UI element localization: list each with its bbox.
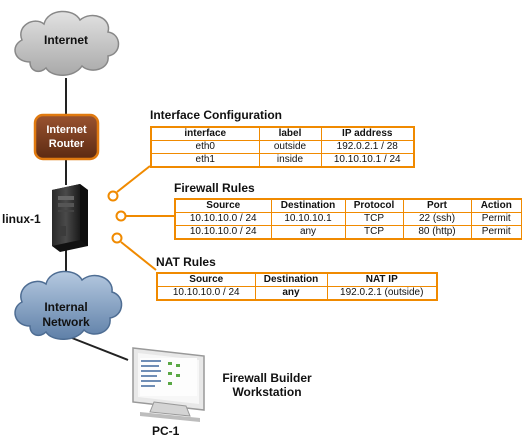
interface-callout [107, 165, 151, 202]
firewall-name-label: linux-1 [2, 212, 41, 226]
table-cell: Permit [470, 212, 522, 226]
internet-label: Internet [43, 33, 88, 47]
table-cell: 80 (http) [402, 225, 472, 240]
monitor-icon [132, 347, 205, 422]
firewall-rules-title: Firewall Rules [174, 181, 255, 195]
table-cell: TCP [344, 212, 404, 226]
nat-rules-table: Source Destination NAT IP 10.10.10.0 / 2… [156, 272, 438, 301]
firewall-rules-table: Source Destination Protocol Port Action … [174, 198, 522, 240]
table-cell: 10.10.10.0 / 24 [156, 286, 256, 301]
table-cell: eth0 [150, 140, 260, 154]
table-cell: Permit [470, 225, 522, 240]
table-cell: any [270, 225, 346, 240]
column-header: interface [150, 126, 260, 141]
link-internal-pc [71, 337, 129, 361]
table-header-row: Source Destination Protocol Port Action [174, 198, 522, 213]
internet-cloud-icon [14, 10, 120, 76]
table-cell: TCP [344, 225, 404, 240]
interface-config-title: Interface Configuration [150, 108, 283, 122]
firewall-callout [115, 210, 174, 222]
router-label: Internet Router [46, 124, 87, 150]
table-cell: 10.10.10.0 / 24 [174, 212, 272, 226]
table-cell: 192.0.2.1 (outside) [326, 286, 438, 301]
column-header: Source [174, 198, 272, 213]
table-cell: 22 (ssh) [402, 212, 472, 226]
table-row: 10.10.10.0 / 24 any 192.0.2.1 (outside) [156, 286, 438, 301]
column-header: label [258, 126, 322, 141]
table-cell: 10.10.10.0 / 24 [174, 225, 272, 240]
column-header: IP address [320, 126, 415, 141]
nat-rules-title: NAT Rules [156, 255, 216, 269]
table-header-row: interface label IP address [150, 126, 415, 141]
table-cell: 192.0.2.1 / 28 [320, 140, 415, 154]
table-row: eth0 outside 192.0.2.1 / 28 [150, 140, 415, 154]
table-row: eth1 inside 10.10.10.1 / 24 [150, 153, 415, 168]
column-header: Port [402, 198, 472, 213]
table-cell: 10.10.10.1 / 24 [320, 153, 415, 168]
nat-callout [111, 232, 157, 271]
pc-label: PC-1 [152, 424, 180, 438]
internal-network-cloud-icon [14, 270, 123, 340]
internal-network-label: Internal Network [42, 300, 90, 329]
table-cell: inside [258, 153, 322, 168]
table-cell: eth1 [150, 153, 260, 168]
column-header: Source [156, 272, 256, 287]
table-cell: 10.10.10.1 [270, 212, 346, 226]
workstation-caption: Firewall Builder Workstation [222, 371, 312, 399]
column-header: Destination [270, 198, 346, 213]
table-row: 10.10.10.0 / 24 any TCP 80 (http) Permit [174, 225, 522, 240]
router-icon [33, 113, 100, 161]
table-cell: outside [258, 140, 322, 154]
table-row: 10.10.10.0 / 24 10.10.10.1 TCP 22 (ssh) … [174, 212, 522, 226]
column-header: Destination [254, 272, 328, 287]
column-header: NAT IP [326, 272, 438, 287]
column-header: Action [470, 198, 522, 213]
column-header: Protocol [344, 198, 404, 213]
server-icon [52, 184, 88, 252]
table-header-row: Source Destination NAT IP [156, 272, 438, 287]
interface-config-table: interface label IP address eth0 outside … [150, 126, 415, 168]
table-cell: any [254, 286, 328, 301]
